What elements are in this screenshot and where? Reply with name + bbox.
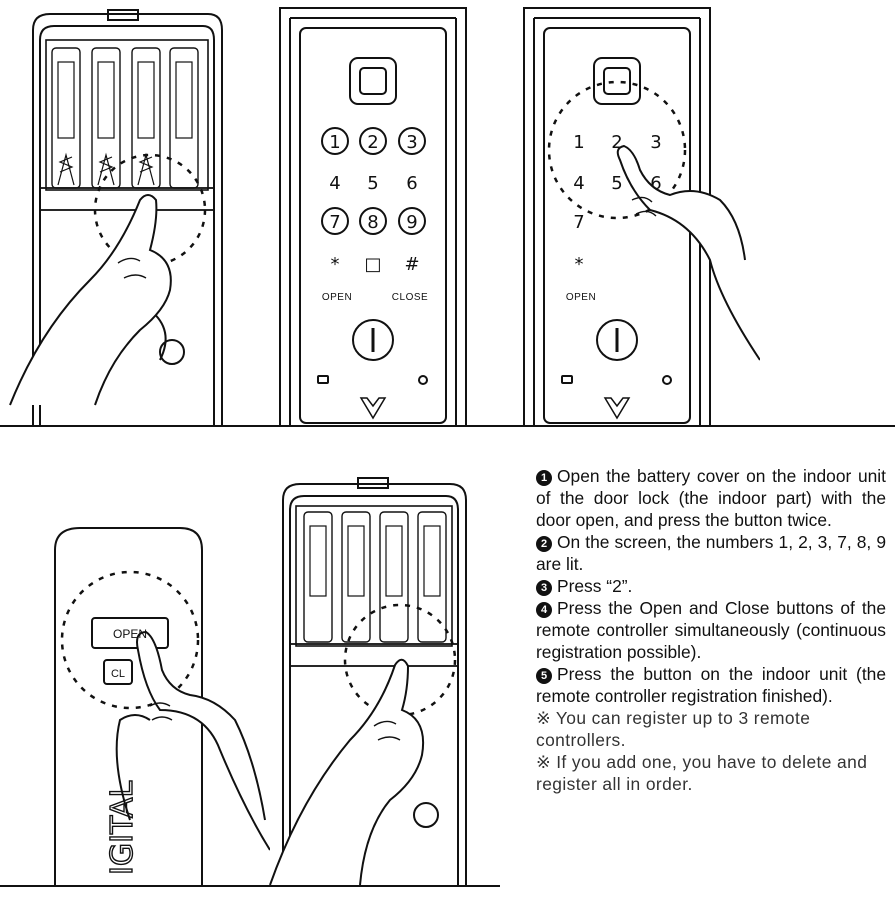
- keypad-key-5: 5: [367, 173, 378, 194]
- indoor-unit-press-illustration: [250, 470, 480, 885]
- keypad-press-key-3: 3: [650, 132, 661, 153]
- step-text-4: Press the Open and Close buttons of the …: [536, 598, 886, 662]
- keypad-key-star: *: [331, 254, 340, 275]
- keypad-key-6: 6: [406, 173, 417, 194]
- indoor-unit-battery-illustration: [0, 0, 250, 425]
- top-row-rule: [0, 425, 895, 427]
- bottom-row-rule: [0, 885, 500, 887]
- step-marker-2: 2: [536, 536, 552, 552]
- remote-open-button: OPEN: [113, 627, 147, 641]
- keypad-key-1: 1: [329, 132, 340, 153]
- step-3: 3 Press “2”.: [536, 575, 886, 597]
- keypad-key-hash: #: [404, 254, 419, 275]
- keypad-press-key-2: 2: [611, 132, 622, 153]
- note-1: ※ You can register up to 3 remote contro…: [536, 708, 811, 750]
- keypad-key-9: 9: [406, 212, 417, 233]
- step-marker-4: 4: [536, 602, 552, 618]
- remote-controller-illustration: OPEN CL IGITAL: [40, 520, 270, 885]
- keypad-key-2: 2: [367, 132, 378, 153]
- keypad-press-key-4: 4: [573, 173, 584, 194]
- step-text-5: Press the button on the indoor unit (the…: [536, 664, 886, 706]
- step-text-1: Open the battery cover on the indoor uni…: [536, 466, 886, 530]
- remote-close-button: CL: [111, 668, 125, 680]
- keypad-key-3: 3: [406, 132, 417, 153]
- keypad-press-key-7: 7: [573, 212, 584, 233]
- step-marker-3: 3: [536, 580, 552, 596]
- keypad-press-key-star: *: [575, 254, 584, 275]
- keypad-press-key-6: 6: [650, 173, 661, 194]
- keypad-press-key-5: 5: [611, 173, 622, 194]
- keypad-key-4: 4: [329, 173, 340, 194]
- keypad-key-8: 8: [367, 212, 378, 233]
- step-text-2: On the screen, the numbers 1, 2, 3, 7, 8…: [536, 532, 886, 574]
- remote-brand-text: IGITAL: [105, 781, 140, 875]
- keypad-key-7: 7: [329, 212, 340, 233]
- note-2: ※ If you add one, you have to delete and…: [536, 752, 868, 794]
- step-text-3: Press “2”.: [557, 576, 633, 596]
- step-marker-1: 1: [536, 470, 552, 486]
- keypad-close-label: CLOSE: [392, 292, 428, 303]
- keypad-press-key-1: 1: [573, 132, 584, 153]
- keypad-open-label: OPEN: [322, 292, 352, 303]
- step-marker-5: 5: [536, 668, 552, 684]
- keypad-front-illustration: 1 2 3 4 5 6 7 8 9 * □ # OPEN CLOSE: [276, 0, 471, 425]
- keypad-press-open-label: OPEN: [566, 292, 596, 303]
- keypad-press-two-illustration: 1 2 3 4 5 6 7 * OPEN: [520, 0, 760, 425]
- keypad-key-square: □: [364, 254, 381, 275]
